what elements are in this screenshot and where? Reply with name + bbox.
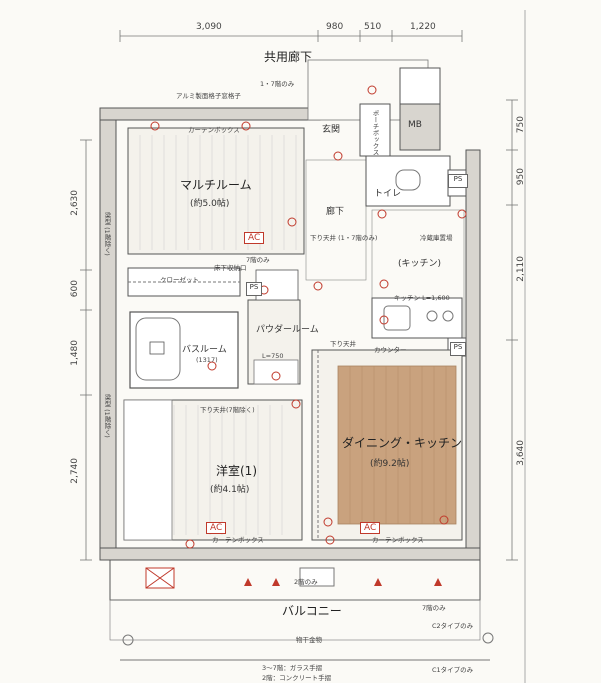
multi-room-label: マルチルーム xyxy=(180,178,252,192)
hallway-label: 廊下 xyxy=(326,207,345,217)
bath-size-label: (1317) xyxy=(196,356,218,364)
note-concrete-label: 2階：コンクリート手摺 xyxy=(262,674,332,682)
dining-kitchen-size: (約9.2帖) xyxy=(370,459,410,469)
curtain-box-top-label: カーテンボックス xyxy=(188,126,240,134)
c1-type-label: C1タイプのみ xyxy=(432,666,474,674)
dining-kitchen-label: ダイニング・キッチン xyxy=(342,436,463,450)
aluminum-lattice-label: アルミ製面格子窓格子 xyxy=(176,92,241,100)
ceiling-drop-7-label: 下り天井(7階除く) xyxy=(200,406,255,414)
c2-type-label: C2タイプのみ xyxy=(432,622,474,630)
ac-label-3: AC xyxy=(360,522,381,534)
multi-room-size: (約5.0帖) xyxy=(190,199,230,209)
western-room-size: (約4.1帖) xyxy=(210,485,250,495)
poch-box-label: ポーチボックス xyxy=(371,110,379,156)
ac-label-1: AC xyxy=(244,232,265,244)
floor-7-only-label: 7階のみ xyxy=(246,256,270,264)
closet-label: クローゼット xyxy=(160,276,199,284)
western-room-label: 洋室(1) xyxy=(216,464,257,478)
dim-top-1220: 1,220 xyxy=(410,22,436,32)
top-dimension-line xyxy=(119,30,463,42)
beam-left-1-label: 梁型 (1階除く) xyxy=(103,212,111,256)
ps-label-2: PS xyxy=(246,282,262,296)
outer-walls xyxy=(99,107,481,561)
ceiling-floors-label: 下り天井 (1・7階のみ) xyxy=(310,234,378,242)
kitchen-label: (キッチン) xyxy=(398,259,442,269)
curtain-box-bottom-label: カーテンボックス xyxy=(212,536,264,544)
left-dimension-line xyxy=(80,139,92,561)
floors-1-7-label: 1・7階のみ xyxy=(260,80,295,88)
dim-right-750: 750 xyxy=(516,116,526,134)
l750-label: L=750 xyxy=(262,352,284,360)
dining-kitchen-floor xyxy=(337,365,457,525)
dim-top-3090: 3,090 xyxy=(196,22,222,32)
right-dimension-line xyxy=(506,99,518,561)
ac-label-2: AC xyxy=(206,522,227,534)
lower-hatch-label: 床下収納口 xyxy=(214,264,247,272)
refrigerator-label: 冷蔵庫置場 xyxy=(420,234,453,242)
note-glass-label: 3〜7階：ガラス手摺 xyxy=(262,664,323,672)
ps-label-1: PS xyxy=(448,174,468,188)
ps-label-3: PS xyxy=(450,342,466,356)
dim-left-1480: 1,480 xyxy=(70,340,80,366)
powder-room-label: パウダールーム xyxy=(256,325,319,335)
bath-room-label: バスルーム xyxy=(182,345,227,355)
curtain-box-dk-label: カーテンボックス xyxy=(372,536,424,544)
hallway-area xyxy=(305,159,367,281)
beam-left-2-label: 梁型 (1階除く) xyxy=(103,394,111,438)
ceiling-drop-label: 下り天井 xyxy=(330,340,356,348)
dim-left-2740: 2,740 xyxy=(70,458,80,484)
common-corridor-label: 共用廊下 xyxy=(264,50,313,64)
dim-right-3640: 3,640 xyxy=(516,440,526,466)
multi-room-area xyxy=(127,127,305,255)
dim-top-510: 510 xyxy=(364,22,382,32)
kitchen-width-label: キッチン L=1,600 xyxy=(394,294,450,302)
mb-label: MB xyxy=(408,120,422,130)
toilet-label: トイレ xyxy=(374,189,402,199)
dim-left-600: 600 xyxy=(70,280,80,298)
genkan-label: 玄関 xyxy=(322,125,341,135)
drain-label: 2階のみ xyxy=(294,578,318,586)
toilet-area xyxy=(365,155,451,207)
balcony-label: バルコニー xyxy=(282,604,342,618)
dim-right-2110: 2,110 xyxy=(516,256,526,282)
laundry-label: 物干金物 xyxy=(296,636,322,644)
dim-left-2630: 2,630 xyxy=(70,190,80,216)
counter-label: カウンター xyxy=(374,346,407,354)
dim-top-980: 980 xyxy=(326,22,344,32)
floor-7-balcony-label: 7階のみ xyxy=(422,604,446,612)
dim-right-950: 950 xyxy=(516,168,526,186)
